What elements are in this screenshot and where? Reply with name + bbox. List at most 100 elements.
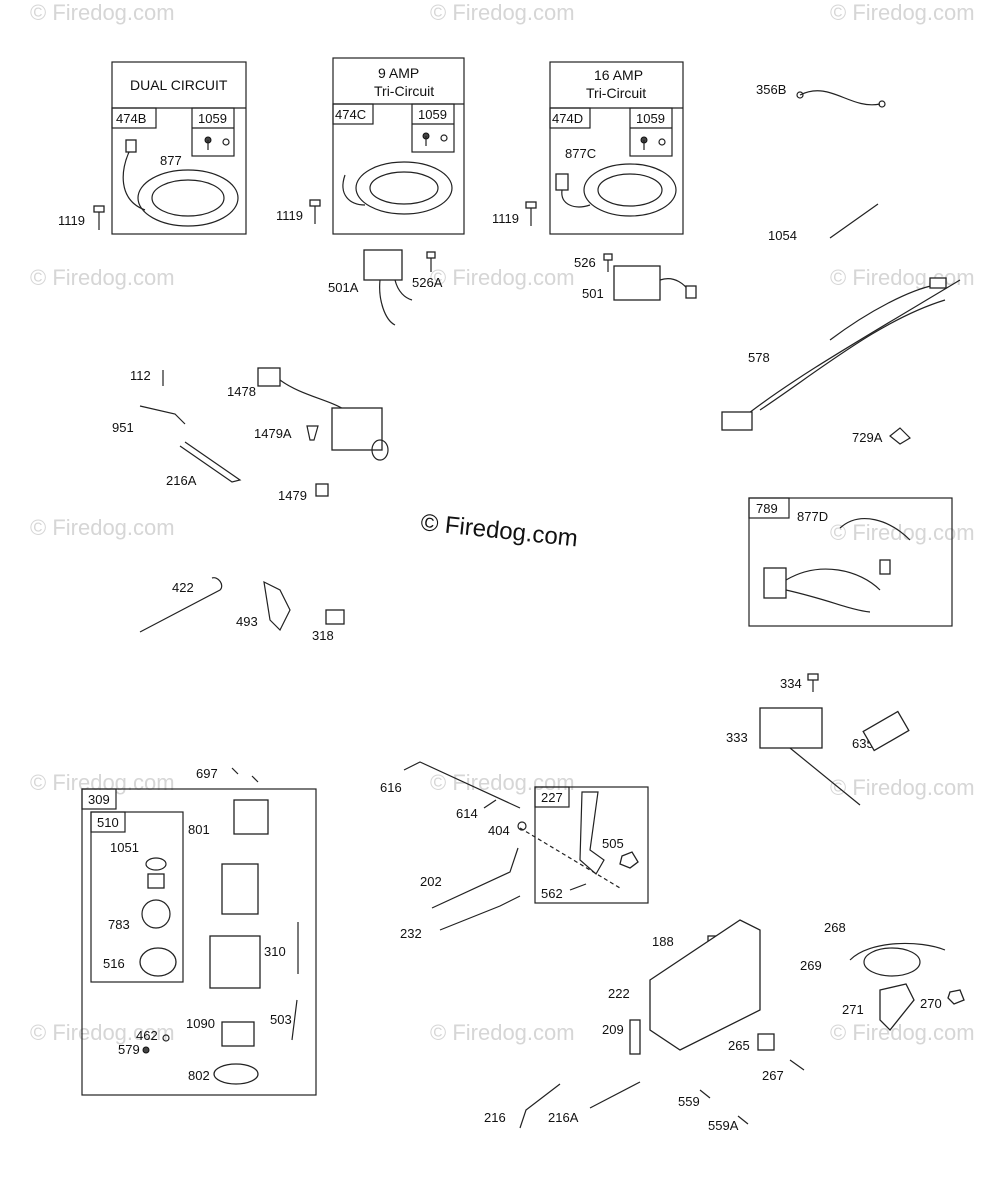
ignition-group: 334 635 333 xyxy=(726,673,910,806)
part-number-label: 356B xyxy=(756,82,786,97)
part-number-label: 526 xyxy=(574,255,596,270)
part-number-label: 562 xyxy=(541,886,563,901)
part-number-label: 614 xyxy=(456,806,478,821)
watermark-text: © Firedog.com xyxy=(30,0,175,25)
watermark-text: © Firedog.com xyxy=(30,515,175,540)
part-number-label: 559A xyxy=(708,1118,739,1133)
center-watermark: © Firedog.com xyxy=(419,509,579,552)
part-number-label: 271 xyxy=(842,1002,864,1017)
part-number-label: 1479A xyxy=(254,426,292,441)
box-9-amp: 9 AMP Tri-Circuit 474C 1059 xyxy=(332,57,465,235)
watermark-text: © Firedog.com xyxy=(830,775,975,800)
part-number-label: 310 xyxy=(264,944,286,959)
part-label: 877 xyxy=(160,153,182,168)
part-number-label: 1119 xyxy=(58,213,85,228)
part-number-label: 1090 xyxy=(186,1016,215,1031)
solenoid-group: 112 951 1478 1479A 216A 1479 xyxy=(112,367,389,503)
part-number-label: 578 xyxy=(748,350,770,365)
group-422-493-318: 422 493 318 xyxy=(139,577,345,643)
regulator-501: 526 501 xyxy=(574,253,697,301)
watermark-text: © Firedog.com xyxy=(30,265,175,290)
part-number-label: 404 xyxy=(488,823,510,838)
part-number-label: 789 xyxy=(756,501,778,516)
bolt-1119: 1119 xyxy=(492,201,537,226)
part-number-label: 503 xyxy=(270,1012,292,1027)
part-number-label: 188 xyxy=(652,934,674,949)
part-number-label: 559 xyxy=(678,1094,700,1109)
part-number-label: 1054 xyxy=(768,228,797,243)
part-number-label: 1119 xyxy=(276,208,303,223)
part-label: 1059 xyxy=(198,111,227,126)
part-number-label: 510 xyxy=(97,815,119,830)
clip-729A: 729A xyxy=(852,427,911,445)
part-number-label: 501 xyxy=(582,286,604,301)
watermark-text: © Firedog.com xyxy=(830,265,975,290)
part-number-label: 334 xyxy=(780,676,802,691)
wire-356B: 356B xyxy=(756,82,886,108)
part-number-label: 579 xyxy=(118,1042,140,1057)
part-number-label: 474C xyxy=(335,107,366,122)
part-number-label: 333 xyxy=(726,730,748,745)
part-number-label: 462 xyxy=(136,1028,158,1043)
part-number-label: 112 xyxy=(130,368,151,383)
part-number-label: 209 xyxy=(602,1022,624,1037)
harness-578: 578 xyxy=(721,277,961,431)
part-number-label: 802 xyxy=(188,1068,210,1083)
part-number-label: 1059 xyxy=(636,111,665,126)
part-number-label: 422 xyxy=(172,580,194,595)
part-number-label: 216 xyxy=(484,1110,506,1125)
watermark-text: © Firedog.com xyxy=(430,1020,575,1045)
box-16-amp: 16 AMP Tri-Circuit 474D 1059 877C xyxy=(549,61,684,235)
part-label: 474B xyxy=(116,111,146,126)
part-number-label: 501A xyxy=(328,280,359,295)
part-number-label: 783 xyxy=(108,917,130,932)
watermark-text: © Firedog.com xyxy=(830,1020,975,1045)
watermark-text: © Firedog.com xyxy=(430,770,575,795)
part-number-label: 493 xyxy=(236,614,258,629)
part-number-label: 1478 xyxy=(227,384,256,399)
watermark-text: © Firedog.com xyxy=(30,1020,175,1045)
part-number-label: 697 xyxy=(196,766,218,781)
part-number-label: 1051 xyxy=(110,840,139,855)
part-number-label: 16 AMP xyxy=(594,67,643,83)
part-number-label: 801 xyxy=(188,822,210,837)
part-number-label: 1059 xyxy=(418,107,447,122)
part-number-label: 227 xyxy=(541,790,563,805)
part-number-label: 270 xyxy=(920,996,942,1011)
part-number-label: 474D xyxy=(552,111,583,126)
starter-group: 697 309 510 1051 783 516 801 310 1090 50… xyxy=(81,766,317,1096)
part-number-label: 318 xyxy=(312,628,334,643)
box-789: 789 877D xyxy=(748,497,953,627)
part-number-label: 516 xyxy=(103,956,125,971)
part-number-label: 505 xyxy=(602,836,624,851)
regulator-501A: 501A 526A xyxy=(328,249,443,326)
watermark-text: © Firedog.com xyxy=(30,770,175,795)
part-number-label: 9 AMP xyxy=(378,65,419,81)
part-number-label: 1479 xyxy=(278,488,307,503)
bolt-1119: 1119 xyxy=(58,205,105,230)
watermarks: © Firedog.com © Firedog.com © Firedog.co… xyxy=(30,0,975,1045)
part-number-label: 268 xyxy=(824,920,846,935)
part-number-label: 269 xyxy=(800,958,822,973)
bottom-links: 216 216A 559 559A xyxy=(484,1081,749,1133)
part-number-label: 265 xyxy=(728,1038,750,1053)
watermark-text: © Firedog.com xyxy=(430,265,575,290)
bolt-1119: 1119 xyxy=(276,199,321,224)
part-number-label: 267 xyxy=(762,1068,784,1083)
part-number-label: 1119 xyxy=(492,211,519,226)
box-title: DUAL CIRCUIT xyxy=(130,77,228,93)
governor-group: 616 614 404 227 505 562 202 232 xyxy=(380,761,649,941)
part-number-label: 729A xyxy=(852,430,883,445)
part-number-label: 616 xyxy=(380,780,402,795)
part-number-label: 222 xyxy=(608,986,630,1001)
part-number-label: 232 xyxy=(400,926,422,941)
control-bracket-group: 188 222 209 265 267 268 269 271 270 xyxy=(602,919,965,1083)
part-number-label: Tri-Circuit xyxy=(374,83,434,99)
part-number-label: 202 xyxy=(420,874,442,889)
part-number-label: 877D xyxy=(797,509,828,524)
part-number-label: Tri-Circuit xyxy=(586,85,646,101)
watermark-text: © Firedog.com xyxy=(430,0,575,25)
watermark-text: © Firedog.com xyxy=(830,0,975,25)
part-number-label: 526A xyxy=(412,275,443,290)
